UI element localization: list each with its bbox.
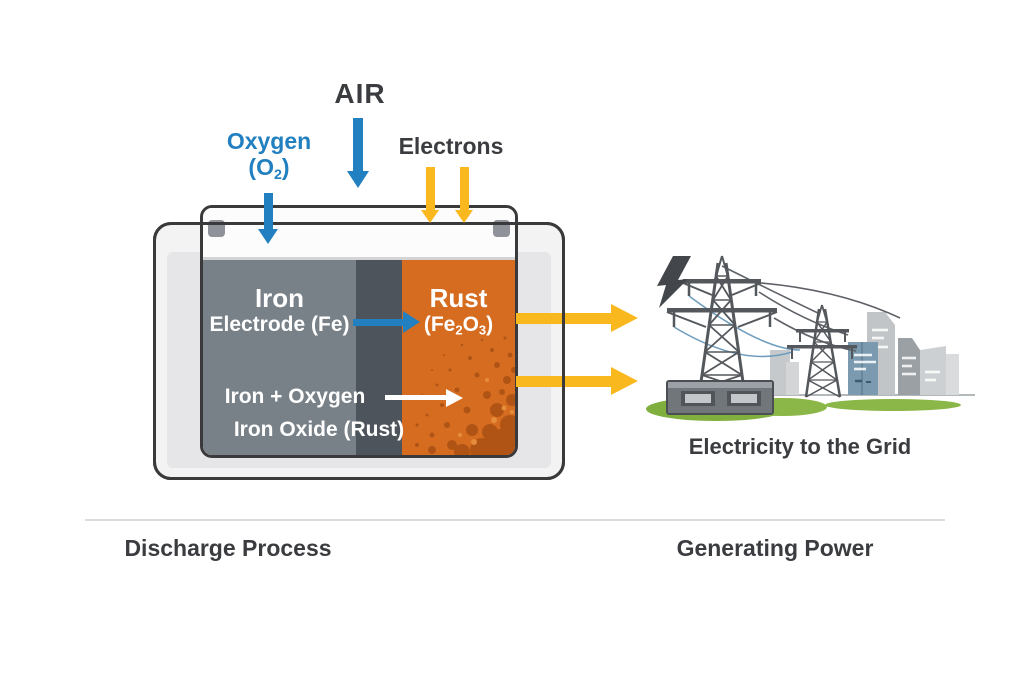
lid-cap-icon (493, 220, 510, 237)
city-buildings-icon (770, 312, 959, 395)
iron-subtitle: Electrode (Fe) (209, 313, 350, 336)
oxygen-word: Oxygen (226, 128, 312, 154)
battery-cell: Iron Electrode (Fe) (200, 205, 518, 458)
electron-arrow-icon (453, 167, 475, 223)
lightning-bolt-icon (657, 256, 691, 308)
transmission-tower-icon (787, 304, 857, 398)
reaction-arrow-icon (385, 388, 463, 407)
rust-speckle-texture-icon (415, 336, 515, 455)
section-divider (85, 519, 945, 521)
separator-section (356, 260, 402, 455)
rust-title: Rust (429, 283, 488, 313)
discharge-process-label: Discharge Process (124, 535, 332, 561)
generating-power-label: Generating Power (676, 535, 874, 561)
rust-formula: (Fe2O3) (423, 313, 494, 338)
electron-arrow-icon (419, 167, 441, 223)
grass-icon (825, 399, 961, 411)
lid-cap-icon (208, 220, 225, 237)
electrons-label: Electrons (398, 133, 504, 159)
rust-section: Rust (Fe2O3) (402, 260, 515, 455)
air-arrow-icon (347, 118, 369, 188)
power-output-arrow-icon (516, 366, 638, 396)
grid-caption: Electricity to the Grid (688, 434, 912, 459)
iron-electrode-section: Iron Electrode (Fe) (203, 260, 356, 455)
reaction-from-label: Iron + Oxygen (224, 385, 366, 408)
oxygen-formula: (O2) (248, 154, 290, 183)
oxygen-label: Oxygen (O2) (198, 128, 340, 188)
reaction-to-label: Iron Oxide (Rust) (233, 418, 405, 441)
power-output-arrow-icon (516, 303, 638, 333)
iron-to-rust-arrow-icon (353, 311, 420, 333)
oxygen-arrow-icon (257, 193, 279, 244)
battery-compartments: Iron Electrode (Fe) (203, 260, 515, 455)
air-label: AIR (334, 78, 386, 109)
iron-title: Iron (254, 283, 305, 313)
power-grid-illustration (646, 255, 975, 421)
substation-icon (666, 380, 774, 415)
transmission-tower-icon (666, 255, 778, 390)
